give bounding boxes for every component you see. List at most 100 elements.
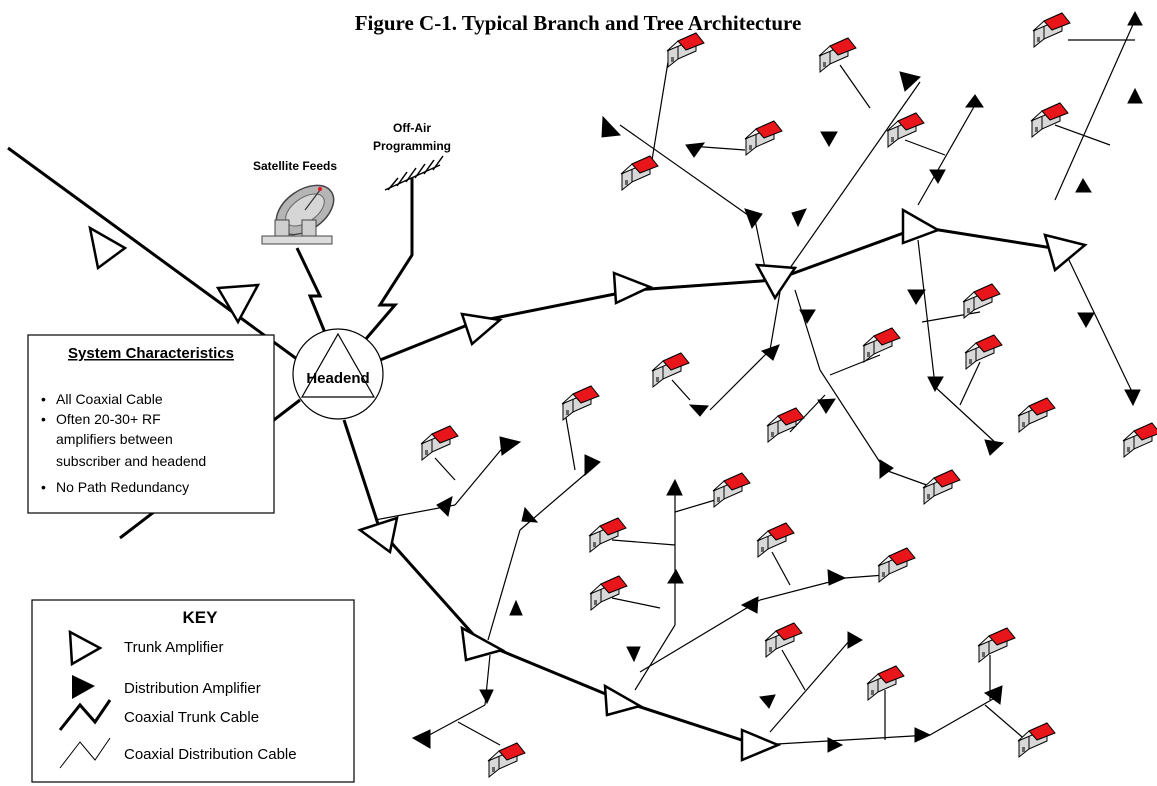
system-bullet: amplifiers between	[56, 431, 173, 447]
svg-text:•: •	[41, 479, 46, 495]
distribution-amplifier	[601, 115, 622, 138]
house-icon	[420, 425, 459, 461]
satellite-feeds-label: Satellite Feeds	[253, 159, 337, 173]
svg-text:•: •	[41, 391, 46, 407]
trunk-amplifier	[460, 625, 506, 662]
distribution-amplifier	[965, 94, 984, 108]
house-icon	[712, 472, 751, 508]
distribution-amplifier	[759, 694, 776, 709]
trunk-amplifier	[612, 271, 654, 305]
distribution-amplifier	[688, 404, 709, 417]
distribution-amplifier	[827, 737, 844, 753]
trunk-amplifier	[460, 312, 503, 347]
distribution-amplifier-icon	[72, 675, 95, 699]
trunk-cable-icon	[58, 699, 112, 731]
svg-text:•: •	[41, 411, 46, 427]
distribution-amplifier	[817, 398, 836, 414]
distribution-amplifier	[929, 169, 946, 185]
trunk-amplifiers	[88, 207, 1088, 762]
house-icon	[666, 32, 705, 68]
distribution-amplifier	[685, 142, 706, 158]
distribution-amplifier	[667, 568, 684, 584]
distribution-amplifier	[799, 309, 816, 325]
figure-title: Figure C-1. Typical Branch and Tree Arch…	[355, 11, 802, 35]
house-icon	[487, 742, 526, 778]
house-icon	[651, 352, 690, 388]
house-icon	[977, 627, 1016, 663]
system-characteristics-box: System Characteristics • All Coaxial Cab…	[27, 334, 275, 514]
distribution-amplifiers	[411, 10, 1143, 753]
trunk-amplifier-icon	[68, 629, 103, 667]
system-bullet: No Path Redundancy	[56, 479, 189, 495]
house-icon	[589, 575, 628, 611]
key-trunk-cable: Coaxial Trunk Cable	[124, 709, 259, 726]
distribution-amplifier	[879, 459, 894, 480]
distribution-cable-icon	[59, 737, 111, 769]
off-air-label-line1: Off-Air	[393, 121, 431, 135]
trunk-amplifier	[754, 263, 798, 301]
house-icon	[588, 517, 627, 553]
distribution-amplifier	[847, 631, 864, 649]
headend-label: Headend	[306, 370, 369, 387]
system-bullet: subscriber and headend	[56, 453, 206, 469]
trunk-amplifier	[215, 283, 261, 325]
house-icon	[962, 283, 1001, 319]
headend: Headend	[292, 328, 384, 420]
system-bullet: All Coaxial Cable	[56, 391, 163, 407]
distribution-amplifier	[740, 596, 759, 614]
trunk-amplifier	[740, 728, 782, 762]
system-heading: System Characteristics	[68, 345, 234, 362]
key-trunk-amplifier: Trunk Amplifier	[124, 639, 223, 656]
distribution-amplifier	[899, 71, 922, 92]
trunk-amplifier	[603, 683, 644, 717]
distribution-amplifier	[499, 436, 522, 456]
antenna-icon	[384, 155, 444, 210]
house-icon	[744, 120, 783, 156]
trunk-amplifier	[1043, 233, 1088, 273]
house-icon	[964, 334, 1003, 370]
house-icon	[1122, 422, 1157, 458]
house-icon	[620, 155, 659, 191]
house-icon	[1017, 722, 1056, 758]
distribution-amplifier	[411, 729, 431, 749]
distribution-amplifier	[1075, 177, 1092, 193]
house-icon	[1032, 12, 1071, 48]
key-heading: KEY	[183, 608, 219, 627]
key-distribution-cable: Coaxial Distribution Cable	[124, 746, 297, 763]
house-icon	[1017, 397, 1056, 433]
system-bullet: Often 20-30+ RF	[56, 411, 161, 427]
house-icon	[922, 469, 961, 505]
distribution-amplifier	[666, 478, 683, 496]
distribution-amplifier	[820, 131, 838, 148]
distribution-amplifier	[1124, 389, 1141, 407]
house-icon	[1030, 102, 1069, 138]
satellite-dish-icon	[261, 184, 335, 245]
distribution-amplifier	[827, 569, 847, 586]
distribution-amplifier	[584, 454, 601, 477]
distribution-amplifier	[1127, 87, 1143, 104]
distribution-amplifier	[436, 496, 453, 518]
house-icon	[756, 522, 795, 558]
distribution-amplifier	[927, 376, 944, 393]
house-icon	[877, 547, 916, 583]
distribution-amplifier	[509, 599, 523, 616]
house-icon	[886, 112, 925, 148]
distribution-amplifier	[1077, 312, 1095, 329]
trunk-amplifier	[901, 207, 941, 245]
off-air-label-line2: Programming	[373, 139, 451, 153]
trunk-amplifier	[357, 516, 399, 555]
distribution-amplifier	[791, 208, 807, 228]
house-icon	[561, 385, 600, 421]
house-icon	[862, 327, 901, 363]
key-legend: KEY Trunk Amplifier Distribution Amplifi…	[31, 599, 355, 783]
key-distribution-amplifier: Distribution Amplifier	[124, 680, 261, 697]
trunk-amplifier	[88, 225, 128, 271]
distribution-amplifier	[914, 727, 932, 743]
distribution-amplifier	[983, 685, 1003, 705]
house-icon	[766, 407, 805, 443]
distribution-cables	[374, 19, 1136, 746]
distribution-amplifier	[626, 646, 641, 663]
distribution-amplifier	[907, 289, 926, 305]
